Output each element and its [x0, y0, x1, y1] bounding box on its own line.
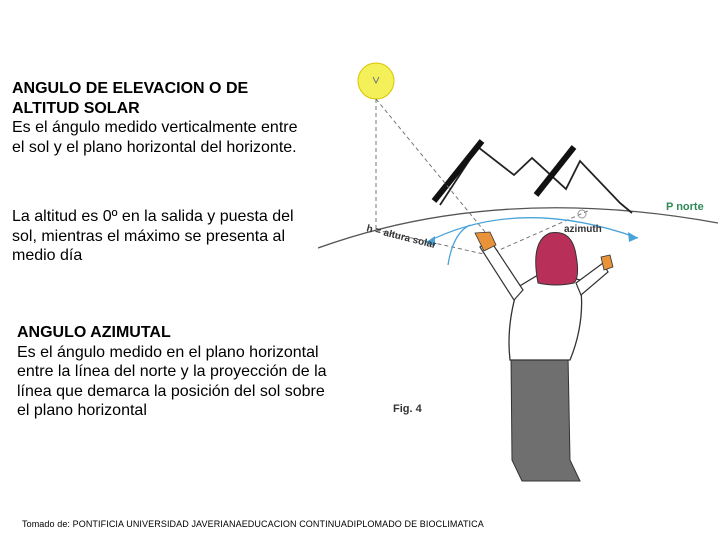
azimuth-arc — [424, 217, 639, 244]
elevation-description: Es el ángulo medido verticalmente entre … — [12, 119, 298, 156]
azimuth-arrow-left — [425, 236, 435, 246]
observer-hair — [535, 231, 579, 286]
altitude-note: La altitud es 0º en la salida y puesta d… — [12, 208, 294, 264]
azimuth-label: azimuth — [564, 224, 602, 235]
altitude-arc — [447, 224, 471, 266]
north-line — [487, 209, 591, 256]
observer-left-arm — [479, 239, 524, 301]
solar-angles-diagram: P norte azimuth h = altura solar Fig. 4 — [318, 62, 718, 482]
source-citation: Tomado de: PONTIFICIA UNIVERSIDAD JAVERI… — [22, 519, 484, 529]
north-label: P norte — [666, 201, 704, 213]
figure-label: Fig. 4 — [393, 403, 423, 415]
mountain-ridge-right — [533, 145, 577, 197]
observer-figure — [474, 231, 614, 482]
horizon-dome-arc — [318, 207, 718, 249]
azimuth-arrow-right — [628, 232, 638, 242]
azimutal-heading: ANGULO AZIMUTAL — [17, 324, 171, 341]
elevation-heading: ANGULO DE ELEVACION O DE ALTITUD SOLAR — [12, 80, 249, 117]
altitude-note-section: La altitud es 0º en la salida y puesta d… — [12, 207, 317, 266]
mountain-ridge-left — [431, 139, 485, 203]
elevation-angle-section: ANGULO DE ELEVACION O DE ALTITUD SOLAR E… — [12, 79, 312, 157]
observer-left-hand — [474, 231, 497, 252]
azimutal-description: Es el ángulo medido en el plano horizont… — [17, 343, 327, 420]
observer-right-hand — [600, 254, 614, 271]
sun-mark — [372, 76, 380, 85]
observer-legs — [510, 354, 581, 482]
azimuth-angle-section: ANGULO AZIMUTAL Es el ángulo medido en e… — [17, 323, 327, 421]
north-marker-icon — [577, 209, 587, 219]
sun-ray-line — [375, 98, 491, 239]
sun-icon — [357, 62, 395, 100]
mountain-outline — [439, 145, 633, 214]
observer-right-arm — [575, 262, 609, 296]
altitude-label: h = altura solar — [365, 223, 437, 251]
